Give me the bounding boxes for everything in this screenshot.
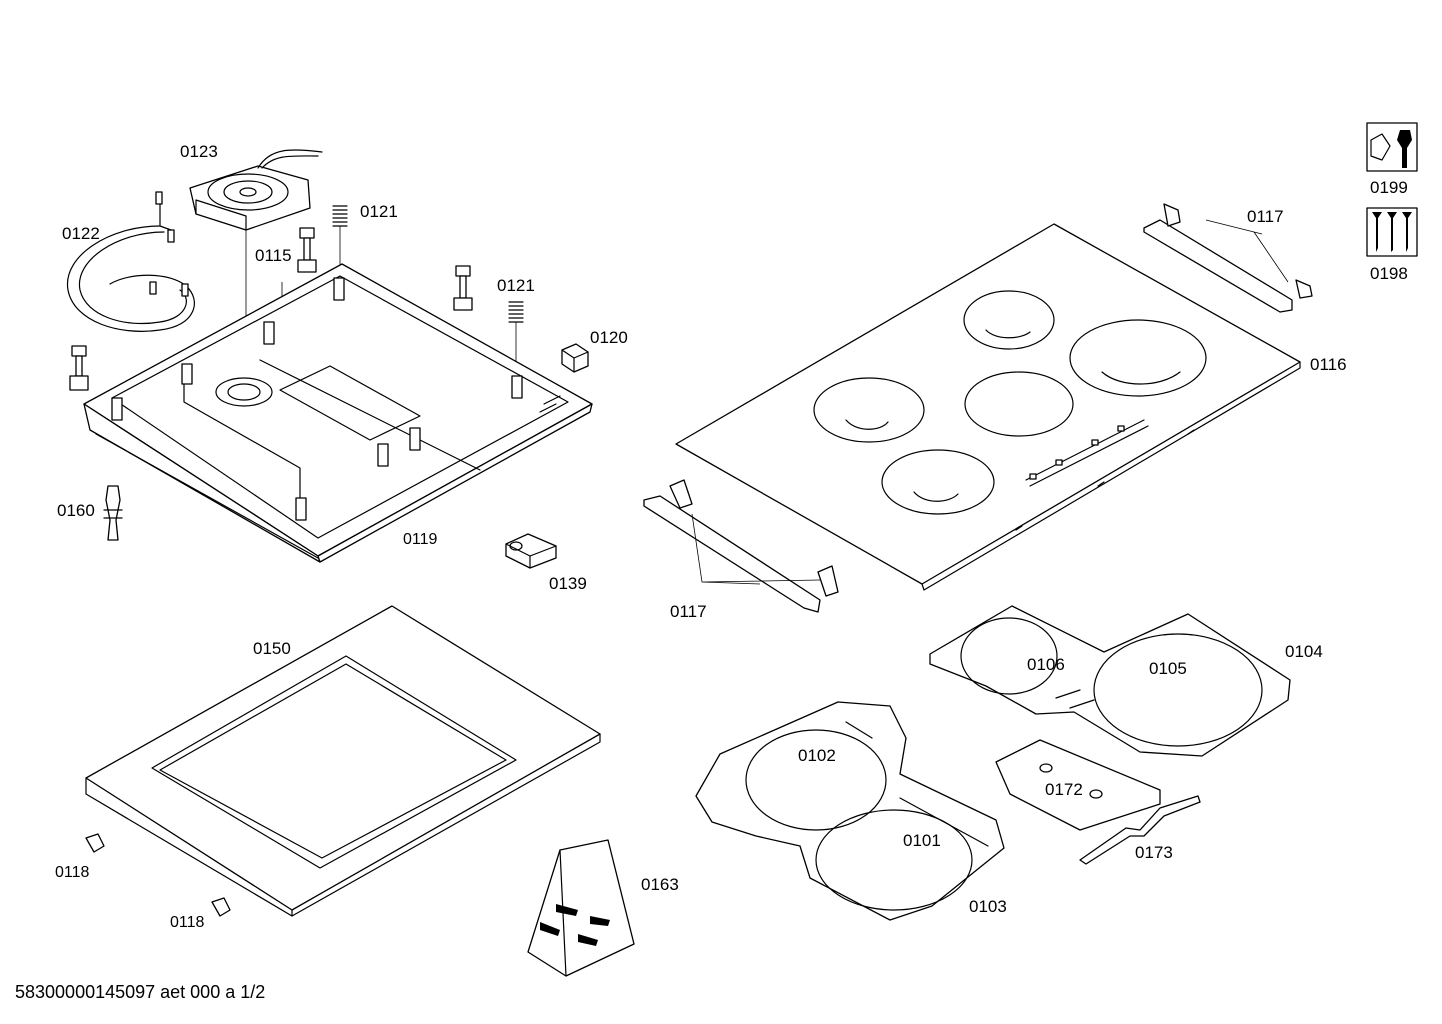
part-label-0173: 0173	[1135, 843, 1173, 862]
part-label-0105: 0105	[1149, 659, 1187, 678]
part-label-0122: 0122	[62, 224, 100, 243]
part-label-0150: 0150	[253, 639, 291, 658]
part-label-0172: 0172	[1045, 780, 1083, 799]
part-label-0121-top: 0121	[360, 202, 398, 221]
part-label-0119: 0119	[403, 531, 438, 548]
part-label-0118-left: 0118	[55, 864, 90, 881]
mounting-rail-top	[1144, 204, 1312, 312]
part-label-0120: 0120	[590, 328, 628, 347]
part-label-0106: 0106	[1027, 655, 1065, 674]
screw-set-icon	[1367, 208, 1417, 256]
part-label-0103: 0103	[969, 897, 1007, 916]
part-label-0104: 0104	[1285, 642, 1323, 661]
fan-assembly-part	[190, 150, 322, 375]
part-label-0139: 0139	[549, 574, 587, 593]
part-label-0101: 0101	[903, 831, 941, 850]
screw-bag-part	[528, 840, 634, 976]
part-label-0198: 0198	[1370, 264, 1408, 283]
part-label-0199: 0199	[1370, 178, 1408, 197]
housing-part	[84, 264, 592, 562]
plug-clip-part	[104, 486, 122, 540]
cable-harness-part	[67, 192, 194, 331]
part-label-0160: 0160	[57, 501, 95, 520]
part-label-0123: 0123	[180, 142, 218, 161]
part-label-0115: 0115	[255, 246, 292, 265]
glass-ceramic-top	[676, 224, 1300, 590]
mounting-frame	[86, 606, 600, 916]
part-label-0121-right: 0121	[497, 276, 535, 295]
part-label-0117-bottom: 0117	[670, 602, 707, 621]
mounting-rail-bottom	[644, 480, 838, 612]
clip-part	[562, 344, 588, 372]
shield-plate-part	[996, 740, 1160, 830]
part-label-0163: 0163	[641, 875, 679, 894]
coil-carrier-front	[696, 702, 1004, 920]
foot-post-parts	[70, 228, 472, 390]
document-footer: 58300000145097 aet 000 a 1/2	[15, 982, 266, 1002]
part-label-0118-bottom: 0118	[170, 914, 205, 931]
part-label-0117-top: 0117	[1247, 207, 1284, 226]
support-strip-part	[1080, 796, 1200, 864]
coil-carrier-rear	[930, 606, 1290, 756]
connector-part	[506, 534, 556, 568]
repair-kit-icon	[1367, 123, 1417, 171]
part-label-0102: 0102	[798, 746, 836, 765]
part-label-0116: 0116	[1310, 355, 1347, 374]
